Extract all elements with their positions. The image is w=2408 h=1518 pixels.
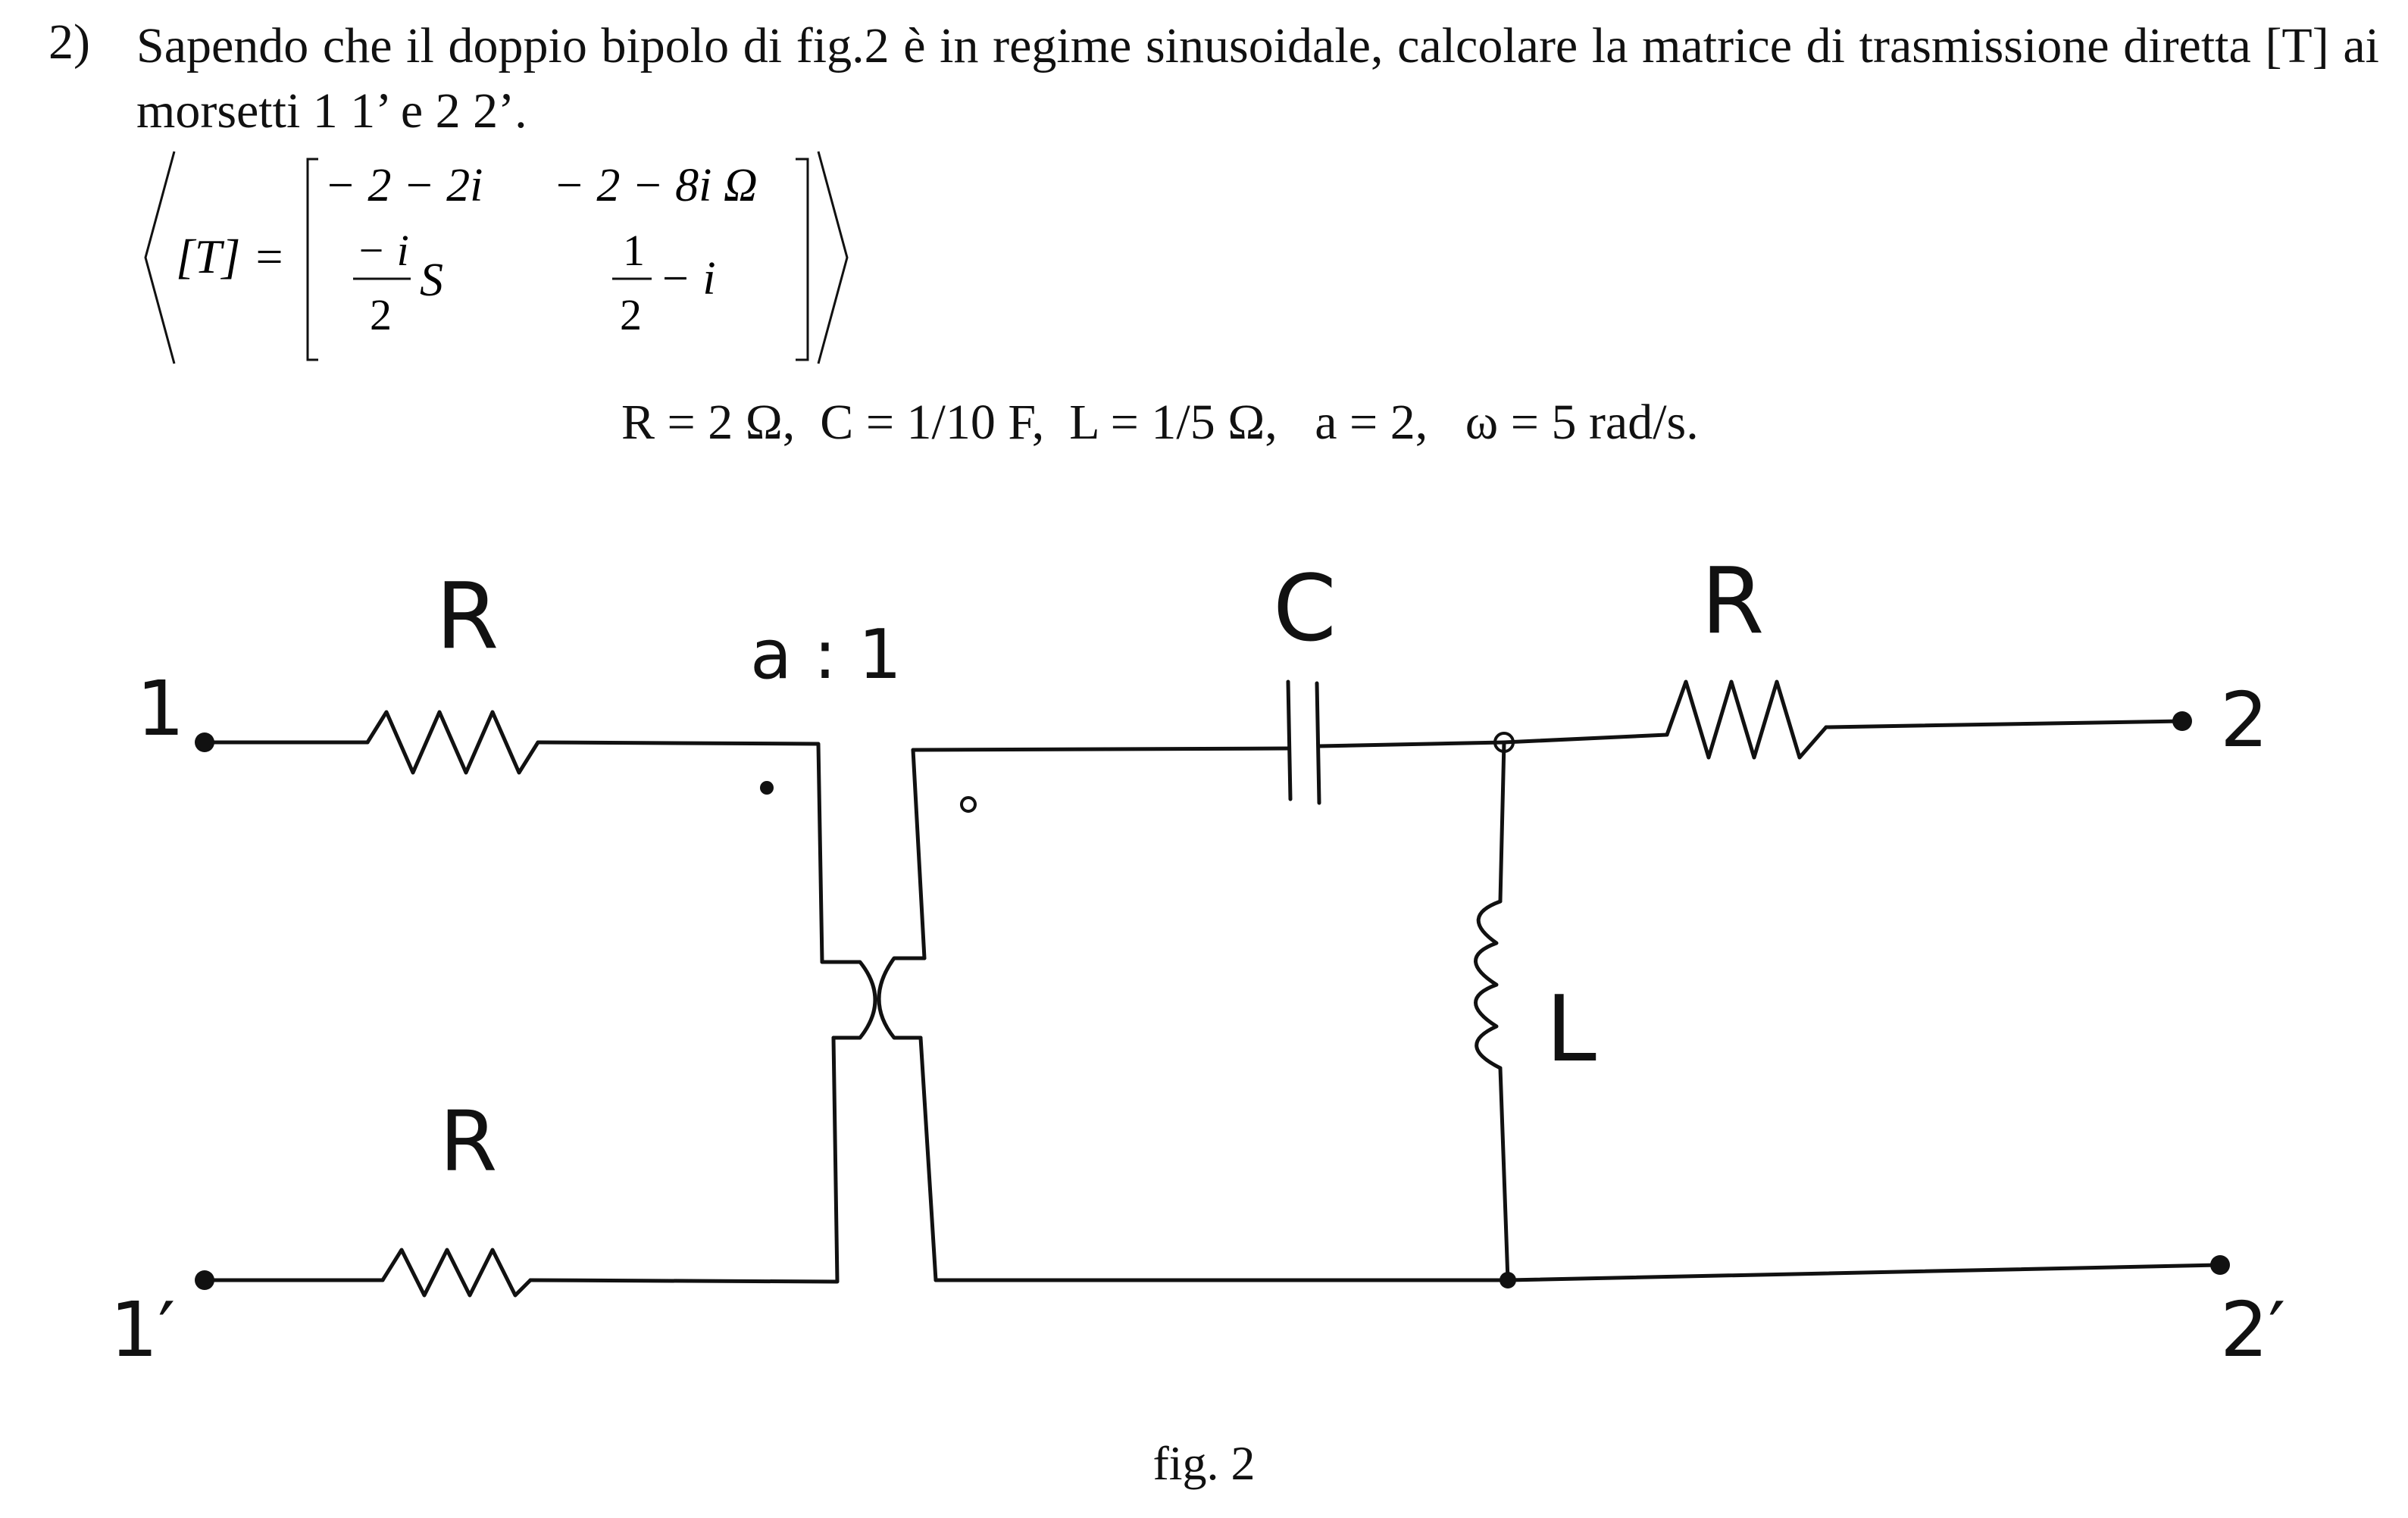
- terminal-1-dot: [195, 732, 214, 752]
- label-transformer-ratio: a : 1: [750, 615, 902, 695]
- wire-top-left-to-transformer: [536, 740, 824, 964]
- matrix-r2c2-suffix: − i: [659, 253, 716, 305]
- transformer-primary-coupling: [820, 960, 877, 1040]
- problem-statement: Sapendo che il doppio bipolo di fig.2 è …: [136, 18, 2379, 139]
- circuit-schematic: 1 1′ 2 2′ R R R a : 1 C L: [110, 549, 2285, 1374]
- resistor-bottom-left-zigzag: [380, 1248, 533, 1298]
- matrix-r2c2-numerator: 1: [623, 226, 645, 275]
- wire-inductor-to-bottom: [1498, 1066, 1510, 1282]
- matrix-r2c1-unit: S: [420, 255, 443, 306]
- inductor-coils: [1474, 899, 1503, 1070]
- transformer-polarity-dot-primary: [760, 781, 774, 795]
- matrix-r2c2-denominator: 2: [620, 290, 642, 339]
- matrix-right-bracket: [796, 158, 809, 361]
- capacitor-plate-left: [1286, 679, 1293, 801]
- wire-node-to-inductor: [1498, 740, 1506, 904]
- resistor-top-left-zigzag: [365, 710, 540, 775]
- label-terminal-1: 1: [136, 664, 185, 753]
- label-terminal-1p: 1′: [110, 1285, 175, 1374]
- capacitor-plate-right: [1315, 681, 1321, 805]
- resistor-right-zigzag: [1665, 679, 1828, 760]
- matrix-cell-r1c1: − 2 − 2i: [324, 160, 483, 211]
- transformer-secondary-coupling: [877, 956, 927, 1040]
- transmission-matrix-equation: [T] = − 2 − 2i − 2 − 8i Ω − i 2 S 1 2 − …: [129, 144, 887, 379]
- right-angle-bracket: [817, 151, 849, 364]
- matrix-r2c1-numerator: − i: [356, 226, 409, 275]
- wire-bottom-rail-right: [1506, 1263, 2222, 1282]
- wire-secondary-top: [911, 748, 927, 960]
- terminal-1p-dot: [195, 1270, 214, 1290]
- figure-caption: fig. 2: [1152, 1436, 1256, 1490]
- label-terminal-2p: 2′: [2220, 1285, 2285, 1374]
- wire-right-resistor-to-terminal: [1824, 719, 2184, 729]
- wire-capacitor-to-node: [1317, 740, 1506, 748]
- parameter-values: R = 2 Ω, C = 1/10 F, L = 1/5 Ω, a = 2, ω…: [621, 395, 1699, 450]
- junction-node-top: [1493, 732, 1515, 753]
- wire-secondary-bottom: [918, 1035, 938, 1282]
- matrix-cell-r1c2: − 2 − 8i Ω: [553, 160, 758, 211]
- label-capacitor: C: [1273, 557, 1337, 662]
- equation-graphic: [T] = − 2 − 2i − 2 − 8i Ω − i 2 S 1 2 − …: [144, 151, 849, 364]
- matrix-left-bracket: [306, 158, 318, 361]
- wire-top-to-capacitor: [911, 746, 1290, 752]
- transformer-polarity-dot-secondary: [960, 796, 977, 813]
- wire-node-to-right-resistor: [1502, 732, 1669, 745]
- label-terminal-2: 2: [2220, 676, 2269, 764]
- label-inductor: L: [1546, 977, 1596, 1082]
- problem-number: 2): [48, 14, 90, 70]
- left-angle-bracket: [144, 151, 176, 364]
- label-resistor-top-left: R: [436, 564, 499, 670]
- matrix-lhs: [T] =: [176, 230, 286, 283]
- circuit-diagram: 1 1′ 2 2′ R R R a : 1 C L: [0, 485, 2408, 1424]
- terminal-2p-dot: [2210, 1255, 2230, 1275]
- terminal-2-dot: [2172, 711, 2192, 731]
- label-resistor-bottom-left: R: [439, 1093, 497, 1190]
- matrix-r2c1-denominator: 2: [370, 290, 392, 339]
- label-resistor-right: R: [1701, 549, 1764, 654]
- junction-node-bottom: [1500, 1272, 1516, 1288]
- wire-bottom-left-to-transformer: [528, 1035, 840, 1284]
